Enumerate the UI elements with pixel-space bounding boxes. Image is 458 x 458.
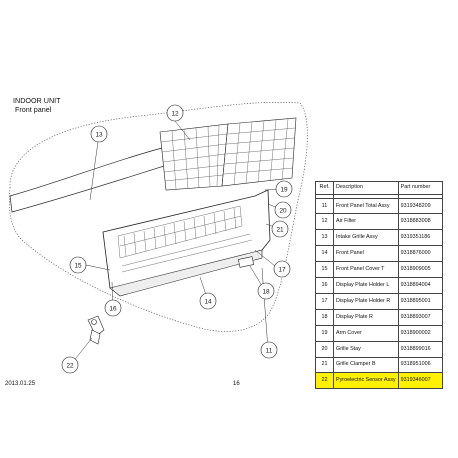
callout-14: 14	[199, 292, 217, 310]
row-part-number: 9318876000	[397, 245, 444, 263]
row-description: Display Plate Holder R	[333, 292, 399, 310]
row-description: Intake Grille Assy	[333, 229, 399, 247]
callout-20: 20	[274, 201, 292, 219]
row-description: Grille Stay	[333, 340, 399, 358]
callout-12: 12	[166, 104, 184, 122]
row-ref: 13	[315, 229, 334, 247]
row-ref: 20	[315, 340, 334, 358]
svg-text:13: 13	[95, 131, 103, 138]
callout-16: 16	[104, 299, 122, 317]
row-description: Air Filter	[333, 213, 399, 231]
row-part-number: 9318951006	[397, 356, 444, 374]
svg-text:20: 20	[279, 207, 287, 214]
parts-table: Ref. Description Part number 11 Front Pa…	[315, 181, 444, 390]
row-part-number: 9318900002	[397, 324, 444, 342]
table-row: 20 Grille Stay 9318899016	[315, 340, 444, 358]
table-row: 14 Front Panel 9318876000	[315, 245, 444, 263]
air-filter-shape	[159, 117, 297, 191]
air-filter-mesh	[160, 118, 296, 190]
row-part-number: 9318909005	[397, 261, 444, 279]
row-description: Display Plate Holder L	[333, 277, 399, 294]
internal-grille	[117, 205, 253, 273]
table-spacer	[315, 193, 444, 199]
callout-13: 13	[90, 125, 108, 143]
callout-19: 19	[275, 180, 293, 198]
row-part-number: 9318895001	[397, 292, 444, 310]
assembly-outline	[8, 102, 308, 332]
column-header-part-number: Part number	[397, 181, 444, 195]
svg-text:22: 22	[66, 362, 74, 369]
row-part-number: 9318893007	[397, 308, 444, 326]
row-ref: 15	[315, 261, 334, 279]
row-part-number: 9318883008	[397, 213, 444, 231]
row-description: Pyroelectric Sensor Assy	[333, 372, 399, 390]
svg-text:14: 14	[204, 298, 212, 305]
page-number: 16	[233, 381, 240, 387]
callout-17: 17	[273, 260, 291, 278]
row-ref: 17	[315, 292, 334, 310]
row-description: Front Panel	[333, 245, 399, 263]
table-row: 16 Display Plate Holder L 9318894004	[315, 277, 444, 294]
callout-22: 22	[61, 356, 79, 374]
svg-text:12: 12	[171, 110, 179, 117]
table-row: 13 Intake Grille Assy 9319351186	[315, 229, 444, 247]
table-row: 21 Grille Clamper B 9318951006	[315, 356, 444, 374]
table-row: 18 Display Plate R 9318893007	[315, 308, 444, 326]
row-ref: 16	[315, 277, 334, 294]
row-description: Front Panel Total Assy	[333, 197, 399, 215]
row-description: Arm Cover	[333, 324, 399, 342]
footer-date: 2013.01.25	[5, 381, 36, 387]
table-row: 15 Front Panel Cover T 9318909005	[315, 261, 444, 279]
table-row: 11 Front Panel Total Assy 9319348209	[315, 197, 444, 215]
row-ref: 12	[315, 213, 334, 231]
table-row: 17 Display Plate Holder R 9318895001	[315, 292, 444, 310]
callout-11: 11	[260, 341, 278, 359]
table-row: 12 Air Filter 9318883008	[315, 213, 444, 231]
svg-text:18: 18	[262, 288, 270, 295]
display-plate	[237, 256, 255, 268]
row-part-number: 9318894004	[397, 277, 444, 294]
svg-text:21: 21	[276, 226, 284, 233]
table-row: 19 Arm Cover 9318900002	[315, 324, 444, 342]
unit-title: INDOOR UNIT	[13, 96, 61, 105]
parts-table-header: Ref. Description Part number	[315, 181, 444, 195]
svg-text:16: 16	[109, 305, 117, 312]
row-ref: 14	[315, 245, 334, 263]
column-header-description: Description	[333, 181, 399, 195]
row-description: Front Panel Cover T	[333, 261, 399, 279]
svg-text:17: 17	[278, 266, 286, 273]
callout-15: 15	[69, 256, 87, 274]
row-part-number: 9319348209	[397, 197, 444, 215]
row-ref: 22	[315, 372, 334, 390]
intake-grille-shape	[9, 147, 165, 213]
unit-subtitle: Front panel	[15, 105, 52, 114]
callout-21: 21	[271, 220, 289, 238]
row-description: Grille Clamper B	[333, 356, 399, 374]
row-description: Display Plate R	[333, 308, 399, 326]
row-part-number: 9319346007	[397, 372, 444, 390]
column-header-ref: Ref.	[315, 181, 334, 195]
front-panel-lower	[109, 249, 263, 297]
row-part-number: 9318899016	[397, 340, 444, 358]
row-ref: 19	[315, 324, 334, 342]
page-title: INDOOR UNIT Front panel	[13, 96, 61, 114]
row-ref: 11	[315, 197, 334, 215]
callout-18: 18	[257, 282, 275, 300]
svg-text:15: 15	[74, 262, 82, 269]
row-part-number: 9319351186	[397, 229, 444, 247]
svg-text:11: 11	[266, 347, 273, 354]
row-ref: 21	[315, 356, 334, 374]
table-row-highlighted: 22 Pyroelectric Sensor Assy 9319346007	[315, 372, 444, 390]
row-ref: 18	[315, 308, 334, 326]
svg-text:19: 19	[280, 186, 288, 193]
pyroelectric-sensor-shape	[87, 315, 105, 345]
